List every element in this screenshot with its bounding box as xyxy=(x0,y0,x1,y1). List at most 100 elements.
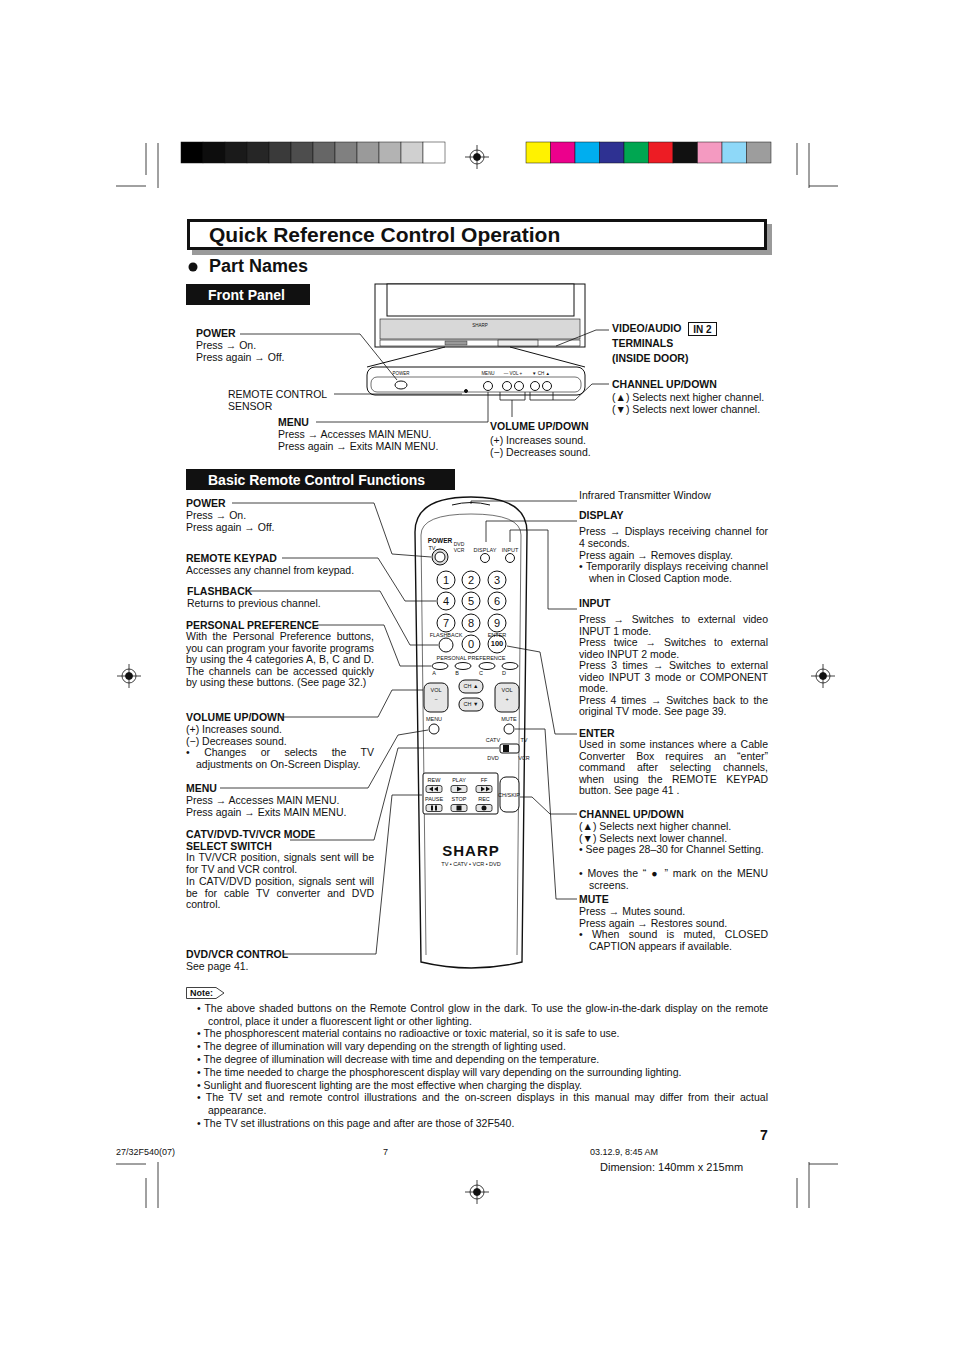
callout-text: In CATV/DVD position, signals sent will … xyxy=(186,876,374,911)
callout-title: CHANNEL UP/DOWN xyxy=(612,378,717,390)
button-label: DISPLAY xyxy=(474,547,497,553)
callout-title: CHANNEL UP/DOWN xyxy=(579,808,684,820)
button-label: INPUT xyxy=(502,547,519,553)
callout-text: (▲) Selects next higher channel. xyxy=(612,391,764,403)
page-number: 7 xyxy=(760,1127,768,1143)
button-label: PLAY xyxy=(452,777,466,783)
leader-line xyxy=(520,797,577,814)
boxed-label: IN 2 xyxy=(688,322,717,336)
callout-title: MENU xyxy=(186,782,217,794)
section-heading: Part Names xyxy=(209,256,308,276)
callout-text: (▼) Selects next lower channel. xyxy=(579,832,727,844)
callout-title: ENTER xyxy=(579,727,615,739)
node-text: Front Panel xyxy=(208,287,285,303)
callout-text: Press → Displays receiving channel for 4… xyxy=(579,526,768,549)
button-label: TV xyxy=(520,737,527,743)
button-label: POWER xyxy=(428,537,453,544)
button-label: REC xyxy=(478,796,490,802)
leader-line xyxy=(316,392,488,422)
key-number: 5 xyxy=(468,594,474,608)
callout-text: Returns to previous channel. xyxy=(187,597,321,609)
panel-marking: — VOL + xyxy=(504,371,522,376)
button-label: VOL xyxy=(501,687,512,693)
callout-title: FLASHBACK xyxy=(187,585,252,597)
button-label: DVD xyxy=(487,755,499,761)
key-number: 9 xyxy=(494,616,500,630)
callout-text: Press again → Exits MAIN MENU. xyxy=(278,440,438,452)
panel-marking: SHARP xyxy=(472,323,488,328)
button-label: C xyxy=(479,670,483,676)
button-label: CH/SKIP xyxy=(498,792,520,798)
callout-text: Press 4 times → Switches back to the ori… xyxy=(579,695,768,718)
callout-title: VOLUME UP/DOWN xyxy=(490,420,589,432)
leader-line xyxy=(284,795,422,954)
key-number: 2 xyxy=(468,573,474,587)
button-label: VCR xyxy=(518,755,530,761)
leader-line xyxy=(280,690,423,717)
callout-text: Press again → Removes display. xyxy=(579,549,733,561)
tv-set xyxy=(367,284,585,367)
callout-bullet: • When sound is muted, CLOSED CAPTION ap… xyxy=(579,929,768,952)
callout-title: DISPLAY xyxy=(579,509,624,521)
key-number: 4 xyxy=(443,594,449,608)
callout-title: REMOTE KEYPAD xyxy=(186,552,277,564)
leader-line xyxy=(500,392,525,400)
callout-text: (+) Increases sound. xyxy=(186,723,282,735)
callout-title: POWER xyxy=(196,327,236,339)
button-label: MUTE xyxy=(501,716,517,722)
note-item: • The time needed to charge the phosphor… xyxy=(197,1066,768,1079)
button-label: CH ▲ xyxy=(464,683,479,689)
color-bar xyxy=(181,142,771,163)
note-item: • The TV set and remote control illustra… xyxy=(197,1091,768,1116)
note-item: • The above shaded buttons on the Remote… xyxy=(197,1002,768,1027)
key-number: 100 xyxy=(491,639,504,649)
key-number: 1 xyxy=(443,573,449,587)
print-info: 7 xyxy=(383,1147,388,1158)
node-text: IN 2 xyxy=(693,324,711,335)
leader-line xyxy=(515,729,577,899)
note-item: • Sunlight and fluorescent lighting are … xyxy=(197,1079,768,1092)
button-label: CATV xyxy=(486,737,500,743)
button-label: PAUSE xyxy=(425,796,443,802)
leader-line xyxy=(507,646,577,734)
callout-text: Press again → Restores sound. xyxy=(579,917,727,929)
callout-text: Press → On. xyxy=(196,339,256,351)
callout-text: Press again → Off. xyxy=(186,521,275,533)
panel-marking: MENU xyxy=(481,371,494,376)
callout-text: (−) Decreases sound. xyxy=(490,446,591,458)
button-label: ENTER xyxy=(488,632,507,638)
key-number: 0 xyxy=(468,637,474,651)
leader-line xyxy=(556,330,609,346)
callout-text: Accesses any channel from keypad. xyxy=(186,564,354,576)
callout-title: VOLUME UP/DOWN xyxy=(186,711,285,723)
button-label: − xyxy=(434,696,437,702)
callout-text: SENSOR xyxy=(228,400,272,412)
callout-bullet: • Temporarily displays receiving channel… xyxy=(579,561,768,584)
callout-title: VIDEO/AUDIO xyxy=(612,322,681,334)
print-info: 27/32F540(07) xyxy=(116,1147,175,1158)
crop-marks xyxy=(116,143,838,1208)
callout-text: Press → Mutes sound. xyxy=(579,905,685,917)
button-label: TV • CATV • VCR • DVD xyxy=(441,861,500,867)
callout-title: MENU xyxy=(278,416,309,428)
callout-text: REMOTE CONTROL xyxy=(228,388,327,400)
dimension-note: Dimension: 140mm x 215mm xyxy=(600,1161,743,1174)
button-label: STOP xyxy=(452,796,467,802)
note-item: • The phosphorescent material contains n… xyxy=(197,1027,768,1040)
node-text: Quick Reference Control Operation xyxy=(209,223,560,247)
button-label: FLASHBACK xyxy=(430,632,463,638)
callout-title: DVD/VCR CONTROL xyxy=(186,948,288,960)
button-label: FF xyxy=(481,777,488,783)
callout-text: Press → Accesses MAIN MENU. xyxy=(278,428,431,440)
callout-text: Infrared Transmitter Window xyxy=(579,489,711,501)
panel-marking: POWER xyxy=(392,371,409,376)
remote-control xyxy=(415,497,527,968)
callout-text: (▼) Selects next lower channel. xyxy=(612,403,760,415)
button-label: + xyxy=(505,696,508,702)
button-label: TV xyxy=(428,545,435,551)
bullet xyxy=(189,263,198,272)
key-number: 6 xyxy=(494,594,500,608)
button-label: A xyxy=(432,670,436,676)
button-label: VOL xyxy=(430,687,441,693)
